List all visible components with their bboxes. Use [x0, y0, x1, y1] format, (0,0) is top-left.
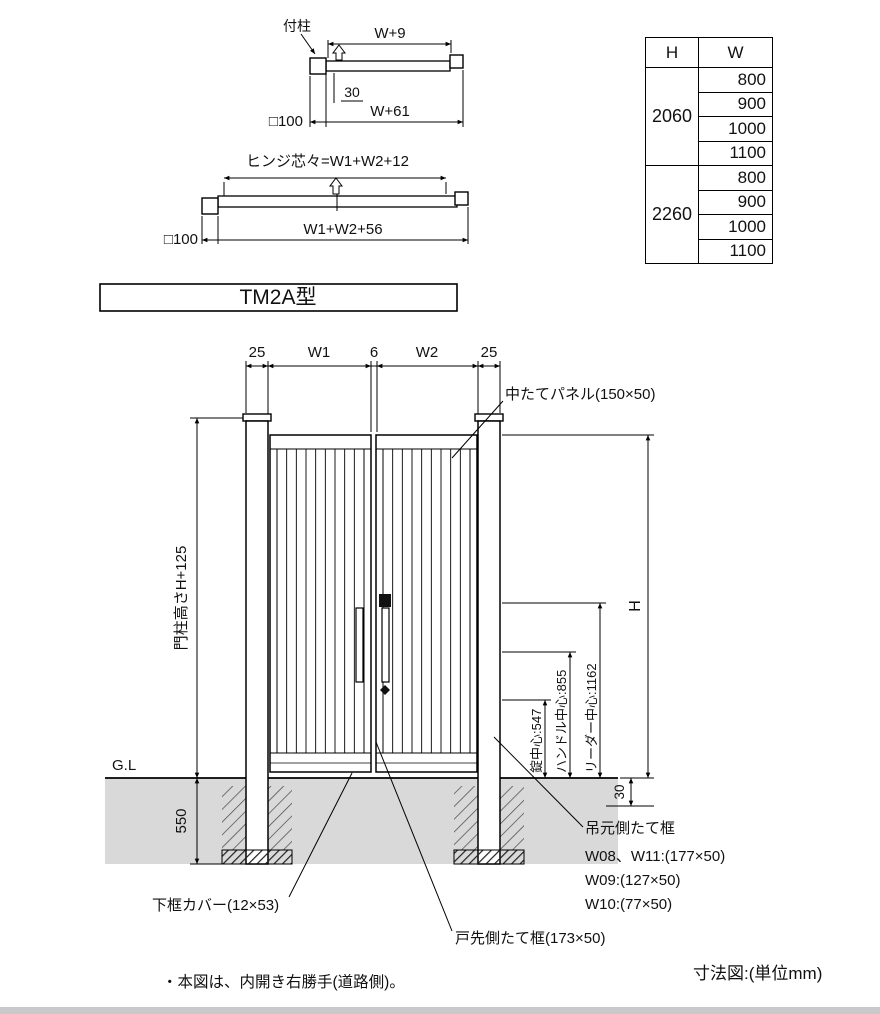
plan-view-double — [201, 175, 469, 244]
dim-label-w9: W+9 — [374, 25, 405, 42]
table-cell-w: 1100 — [698, 140, 773, 166]
dim-25-left: 25 — [249, 344, 266, 361]
vertical-slats — [286, 449, 461, 753]
table-cell-w: 900 — [698, 189, 773, 215]
height-h-label: H — [627, 600, 644, 612]
table-cell-w: 1100 — [698, 238, 773, 264]
table-cell-w: 800 — [698, 67, 773, 93]
post-height-label: 門柱高さH+125 — [173, 546, 190, 651]
table-cell-w: 900 — [698, 91, 773, 117]
table-cell-w: 1000 — [698, 214, 773, 240]
size-table-header-w: W — [698, 37, 773, 68]
page-bottom-bar — [0, 1007, 880, 1014]
footer-note: ・本図は、内開き右勝手(道路側)。 — [162, 973, 405, 991]
right-handle — [381, 607, 390, 683]
thumbturn — [380, 685, 390, 695]
latch-stile-label: 戸先側たて框(173×50) — [455, 930, 605, 947]
model-title: TM2A型 — [239, 286, 316, 309]
swing-direction-arrow-icon — [332, 44, 346, 61]
table-row: 900 — [646, 189, 773, 215]
ground-level-label: G.L — [112, 757, 136, 774]
hinge-stile-title: 吊元側たて框 — [585, 820, 675, 837]
left-gate-post — [242, 413, 272, 422]
size-table: H W 2060 800 900 1000 1100 2260 800 900 … — [645, 37, 773, 264]
dim-label-w61: W+61 — [370, 103, 410, 120]
table-cell-h-2060: 2060 — [645, 67, 699, 166]
left-handle — [355, 607, 364, 683]
table-cell-h-2260: 2260 — [645, 165, 699, 264]
lock-body — [379, 594, 391, 607]
table-row: 1100 — [646, 238, 773, 264]
bottom-clearance-label: 30 — [612, 784, 627, 799]
embed-depth-label: 550 — [173, 808, 190, 833]
hinge-pitch-note: ヒンジ芯々=W1+W2+12 — [246, 153, 409, 170]
dim-6: 6 — [370, 344, 378, 361]
hinge-stile-line-3: W10:(77×50) — [585, 896, 672, 913]
swing-direction-arrow-icon — [329, 177, 343, 195]
table-row: 900 — [646, 91, 773, 117]
table-cell-w: 800 — [698, 165, 773, 191]
model-title-box: TM2A型 — [99, 283, 458, 312]
attached-post-label: 付柱 — [283, 18, 311, 34]
unit-note: 寸法図:(単位mm) — [693, 964, 822, 983]
dim-w2: W2 — [416, 344, 439, 361]
size-table-header-h: H — [645, 37, 699, 68]
dim-w1: W1 — [308, 344, 331, 361]
center-panel-label: 中たてパネル(150×50) — [505, 386, 655, 403]
table-cell-w: 1000 — [698, 116, 773, 142]
dim-label-30-plan: 30 — [344, 84, 360, 100]
right-gate-post — [474, 413, 504, 422]
elevation-linework — [105, 361, 654, 932]
bottom-cover-label: 下框カバー(12×53) — [152, 897, 279, 914]
lock-center-label: 錠中心:547 — [529, 709, 544, 773]
right-gate-leaf — [375, 434, 478, 773]
table-row: 1100 — [646, 140, 773, 166]
table-row: 2060 800 — [645, 67, 773, 166]
dim-25-right: 25 — [481, 344, 498, 361]
dim-label-w1w2-56: W1+W2+56 — [303, 221, 382, 238]
ground-soil-band — [105, 778, 618, 864]
post-size-label-1: □100 — [269, 113, 303, 130]
table-row: 1000 — [646, 116, 773, 142]
left-gate-leaf — [269, 434, 372, 773]
hinge-stile-line-1: W08、W11:(177×50) — [585, 848, 725, 865]
table-row: 2260 800 — [645, 165, 773, 264]
post-size-label-2: □100 — [164, 231, 198, 248]
reader-center-label: リーダー中心:1162 — [584, 663, 599, 773]
handle-center-label: ハンドル中心:855 — [554, 670, 569, 773]
hinge-stile-line-2: W09:(127×50) — [585, 872, 680, 889]
plan-view-single — [300, 33, 464, 127]
size-table-header-row: H W — [645, 37, 773, 68]
